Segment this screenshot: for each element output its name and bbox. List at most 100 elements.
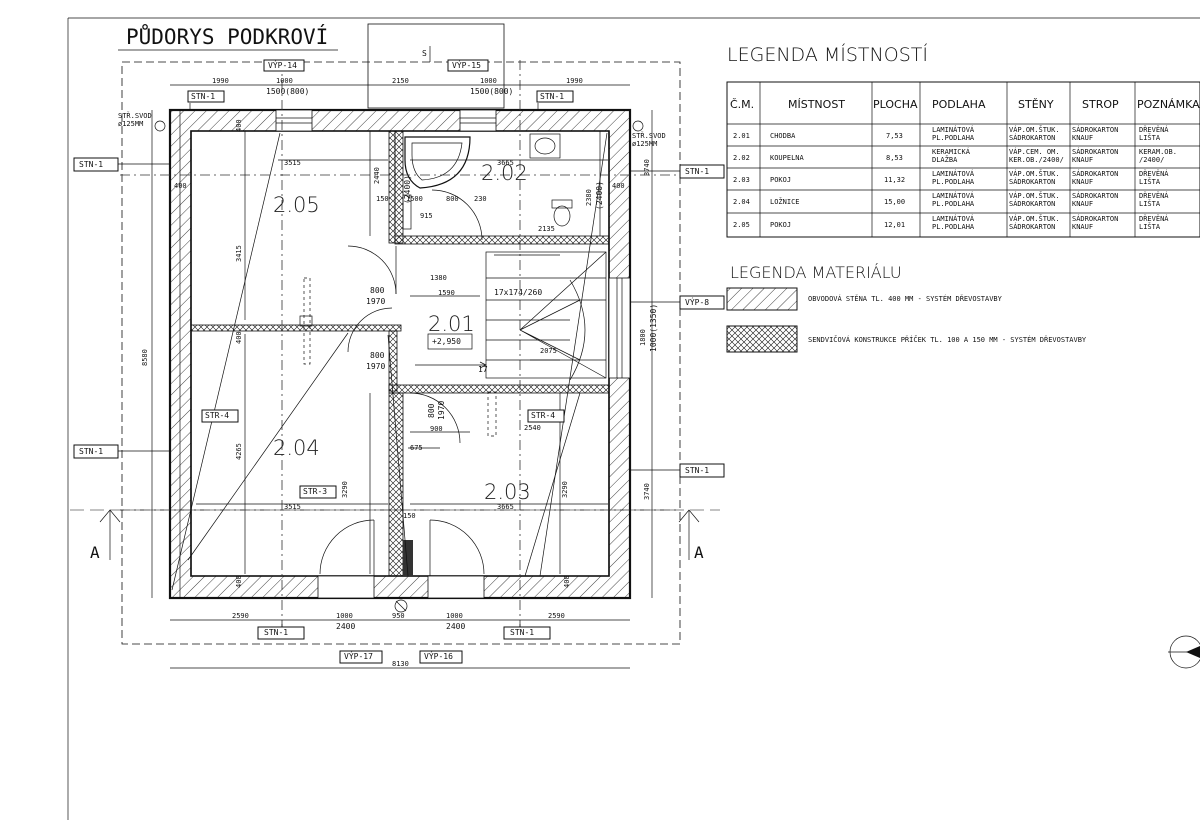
dim-door-h-1: 1970 bbox=[366, 297, 386, 306]
dim-overall: 8130 bbox=[392, 660, 409, 668]
chimney-dashed bbox=[303, 277, 311, 365]
dim-int-1380: 1380 bbox=[430, 274, 447, 282]
radiator bbox=[402, 194, 412, 230]
dim-left-total: 8580 bbox=[141, 349, 149, 366]
dim-int-3290-right: 3290 bbox=[561, 481, 569, 498]
dim-top-4: 2150 bbox=[392, 77, 409, 85]
dim-int-400-e: 400 bbox=[563, 575, 571, 588]
dim-int-400-d: 400 bbox=[235, 575, 243, 588]
dim-door-w-3: 800 bbox=[427, 403, 436, 418]
tag-vyp15: VÝP-15 bbox=[452, 61, 481, 70]
tag-vyp8: VÝP-8 bbox=[685, 298, 710, 307]
tag-stn-bottom-right: STN-1 bbox=[510, 628, 535, 637]
roof-line-east bbox=[539, 132, 608, 577]
drain-label-right-1: STŘ.SVOD bbox=[632, 132, 666, 140]
drain-right bbox=[632, 120, 644, 132]
level-label: +2,950 bbox=[432, 337, 461, 346]
material-swatch-outer-wall bbox=[726, 287, 798, 311]
table-header-ceiling: STROP bbox=[1082, 98, 1119, 111]
material-text-outer-wall: OBVODOVÁ STĚNA TL. 400 MM - SYSTÉM DŘEVO… bbox=[808, 295, 1002, 303]
dim-door-w-2: 800 bbox=[370, 351, 385, 360]
window-top-left bbox=[275, 109, 313, 132]
dim-int-400-a: 400 bbox=[235, 119, 243, 132]
tag-stn-bottom-left: STN-1 bbox=[264, 628, 289, 637]
tag-boxes bbox=[73, 59, 725, 664]
table-header-num: Č.M. bbox=[730, 98, 755, 111]
room-legend-title: LEGENDA MÍSTNOSTÍ bbox=[727, 44, 928, 66]
partition-bath-south bbox=[394, 235, 610, 245]
wall-stub bbox=[403, 540, 413, 576]
toilet bbox=[553, 205, 571, 227]
partition-2.05-2.04 bbox=[190, 324, 402, 332]
dim-top-2: 1000 bbox=[276, 77, 293, 85]
plan-title: PŮDORYS PODKROVÍ bbox=[126, 23, 328, 49]
dim-int-400-b: 400 bbox=[174, 182, 187, 190]
drain-label-left-1: STŘ.SVOD bbox=[118, 112, 152, 120]
dim-right-window-2: 1000(1350) bbox=[649, 303, 658, 352]
dim-int-915: 915 bbox=[420, 212, 433, 220]
section-arrow-left bbox=[99, 509, 121, 523]
material-legend-title: LEGENDA MATERIÁLU bbox=[730, 263, 902, 282]
door-swing-bottom-left bbox=[319, 519, 375, 575]
north-label: S bbox=[422, 49, 427, 58]
tag-stn-left-lower: STN-1 bbox=[79, 447, 104, 456]
dim-int-230: 230 bbox=[474, 195, 487, 203]
dim-top-7: 1990 bbox=[566, 77, 583, 85]
tag-stn-top-right: STN-1 bbox=[540, 92, 565, 101]
room-label-2.05: 2.05 bbox=[273, 193, 320, 217]
dim-stair-count: 17 bbox=[478, 365, 488, 374]
tag-str3: STR-3 bbox=[303, 487, 328, 496]
dim-left-lower: 4265 bbox=[235, 443, 243, 460]
room-label-2.04: 2.04 bbox=[273, 436, 320, 460]
material-swatch-partition bbox=[726, 325, 798, 353]
dim-int-3665-bottom: 3665 bbox=[497, 503, 514, 511]
dim-right-window-1: 1800 bbox=[639, 329, 647, 346]
drain-label-left-2: ø125MM bbox=[118, 120, 144, 128]
door-swing-2.05 bbox=[347, 245, 397, 295]
dim-bottom-1: 2590 bbox=[232, 612, 249, 620]
dim-left-upper: 3415 bbox=[235, 245, 243, 262]
bathtub bbox=[404, 136, 471, 189]
section-arrow-right bbox=[678, 509, 700, 523]
door-swing-2.03 bbox=[409, 392, 461, 444]
tag-vyp16: VÝP-16 bbox=[424, 652, 453, 661]
dim-int-150-b: 150 bbox=[376, 195, 389, 203]
dim-int-1590: 1590 bbox=[438, 289, 455, 297]
tag-str4-left: STR-4 bbox=[205, 411, 230, 420]
roof-line-west bbox=[171, 132, 349, 591]
window-right bbox=[608, 277, 631, 379]
dim-int-400-f: 400 bbox=[235, 331, 243, 344]
room-label-2.01: 2.01 bbox=[428, 312, 475, 336]
tag-vyp17: VÝP-17 bbox=[344, 652, 373, 661]
dim-bottom-4: 950 bbox=[392, 612, 405, 620]
dim-int-2540: 2540 bbox=[524, 424, 541, 432]
material-text-partition: SENDVIČOVÁ KONSTRUKCE PŘÍČEK TL. 100 A 1… bbox=[808, 336, 1087, 344]
dim-int-2075: 2075 bbox=[540, 347, 557, 355]
dim-top-5: 1000 bbox=[480, 77, 497, 85]
section-label-left: A bbox=[90, 543, 100, 562]
partition-2.04-east bbox=[388, 330, 398, 392]
dim-int-3515-top: 3515 bbox=[284, 159, 301, 167]
tag-str4-right: STR-4 bbox=[531, 411, 556, 420]
room-label-2.02: 2.02 bbox=[481, 161, 528, 185]
tag-stn-right-upper: STN-1 bbox=[685, 167, 710, 176]
tag-stn-top-left: STN-1 bbox=[191, 92, 216, 101]
roof-window-box bbox=[367, 23, 505, 109]
dim-int-2135: 2135 bbox=[538, 225, 555, 233]
roof-line-center bbox=[387, 334, 409, 577]
table-header-area: PLOCHA bbox=[873, 98, 918, 111]
drain-left bbox=[154, 120, 166, 132]
dim-int-1500: 1500 bbox=[406, 195, 423, 203]
dim-bottom-2: 1000 bbox=[336, 612, 353, 620]
dim-bottom-3: 2400 bbox=[336, 622, 356, 631]
door-swing-2.02 bbox=[431, 189, 483, 241]
tag-stn-left-upper: STN-1 bbox=[79, 160, 104, 169]
dim-door-w-1: 800 bbox=[370, 286, 385, 295]
dim-bottom-7: 2590 bbox=[548, 612, 565, 620]
door-swing-2.04 bbox=[347, 307, 393, 353]
dim-int-900: 900 bbox=[430, 425, 443, 433]
dim-stair: 17x174/260 bbox=[494, 288, 543, 297]
dim-int-150: 150 bbox=[403, 512, 416, 520]
